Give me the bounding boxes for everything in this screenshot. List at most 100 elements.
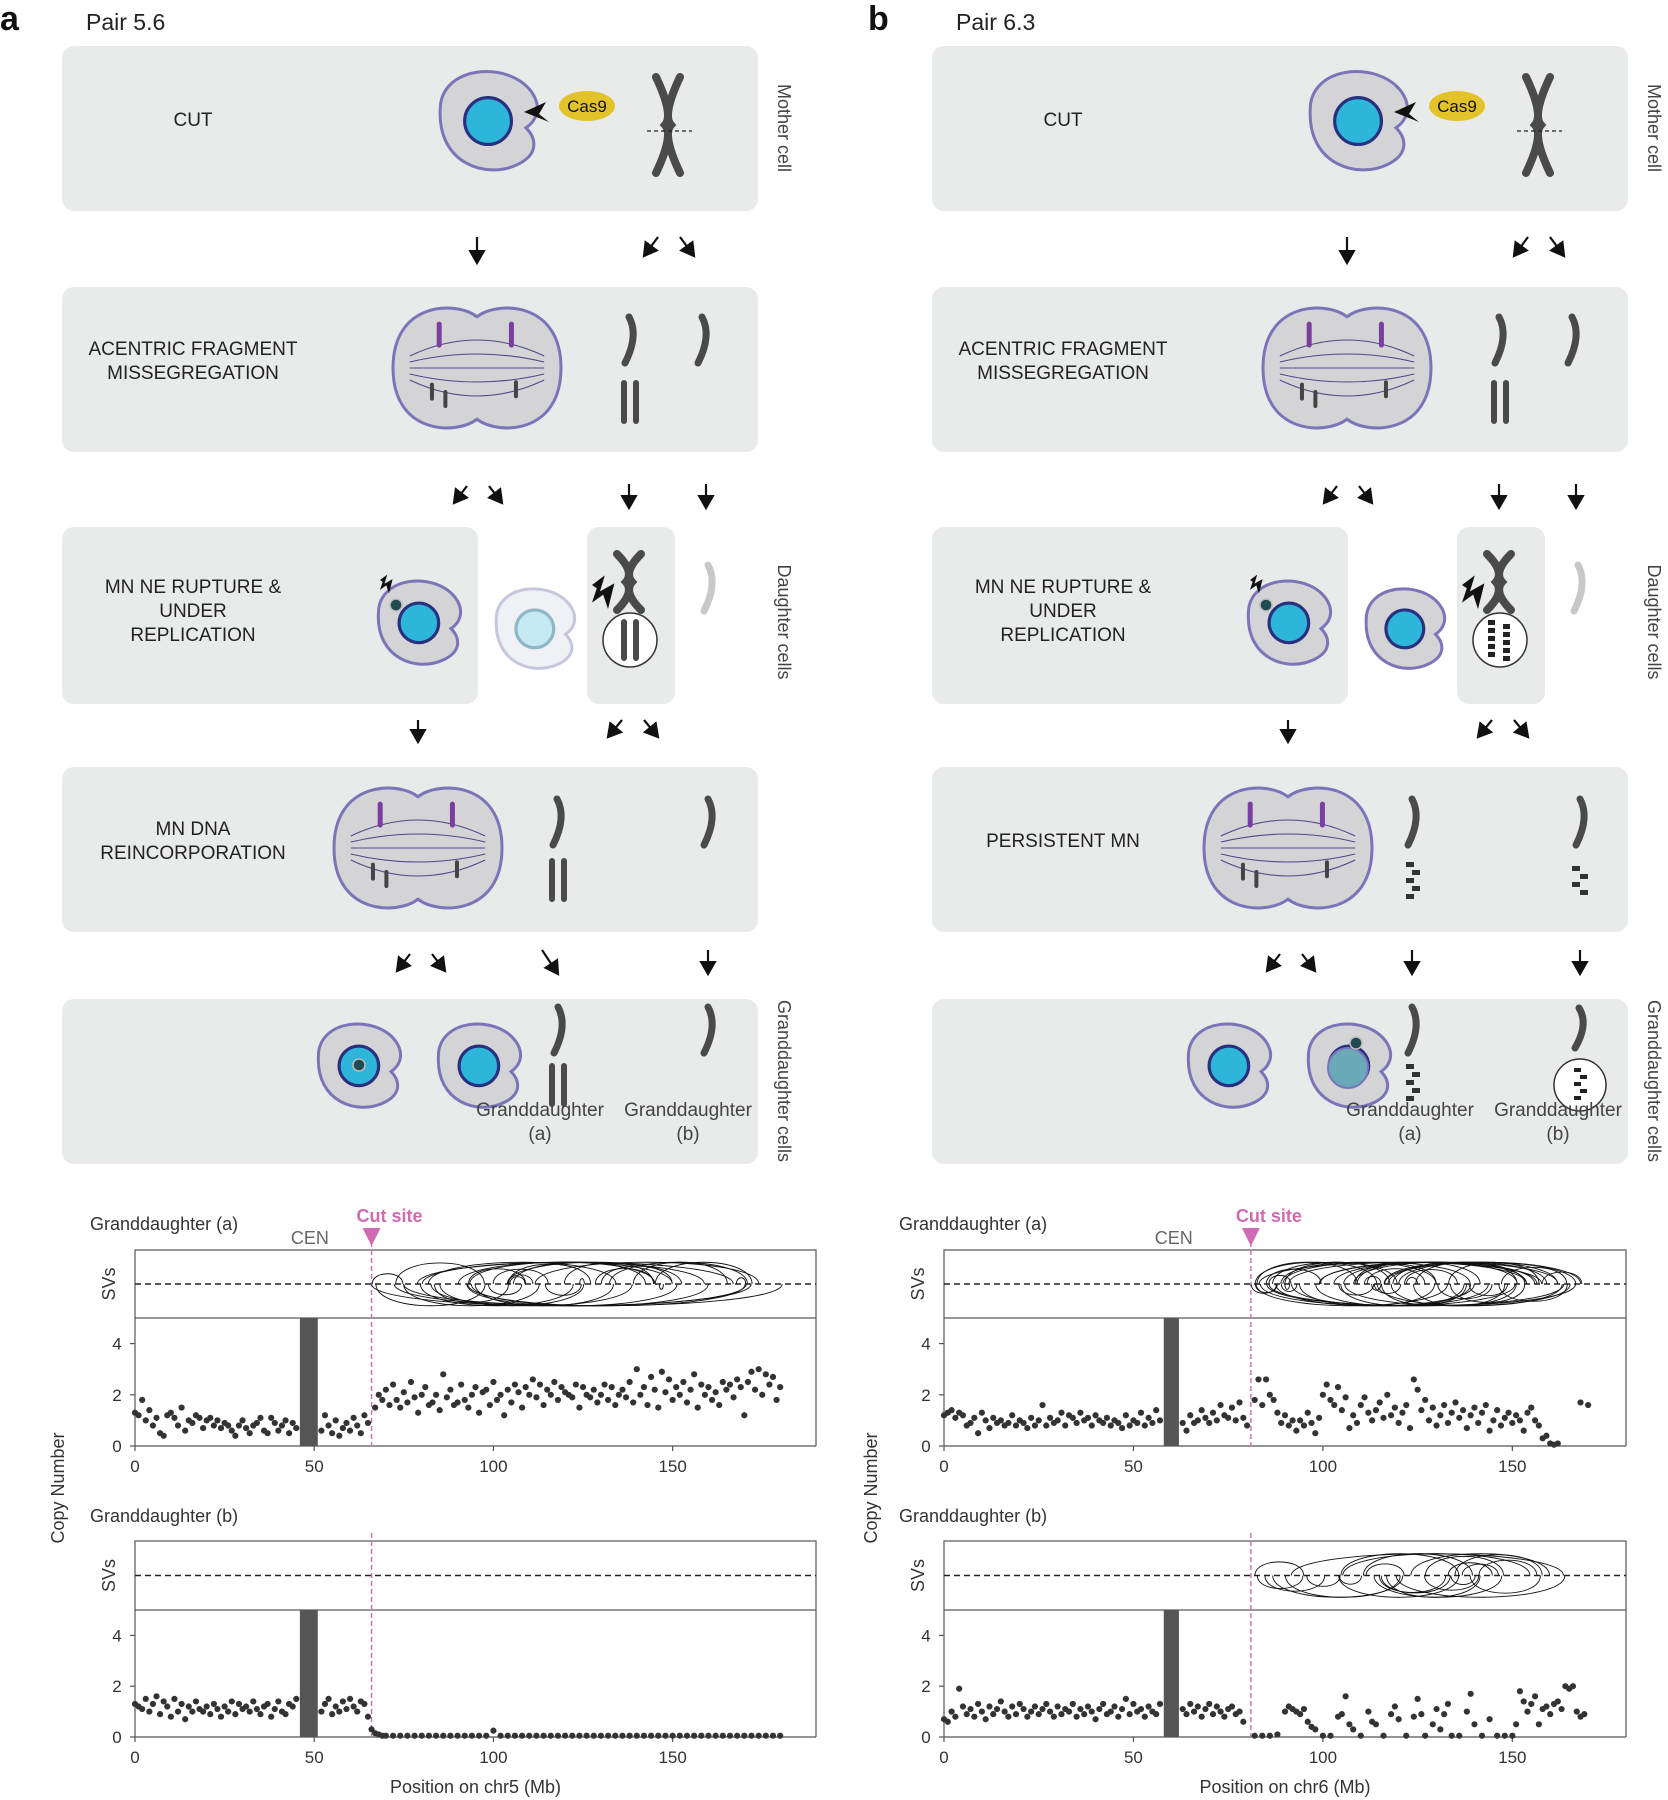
chromosome-icon — [436, 321, 442, 348]
data-point — [397, 1732, 404, 1739]
data-point — [1308, 1419, 1315, 1427]
data-point — [1043, 1422, 1050, 1429]
chromosome-icon — [454, 860, 459, 879]
chromosome-icon — [1247, 801, 1253, 828]
chromosome-icon — [513, 380, 518, 399]
data-point — [350, 1414, 357, 1421]
data-point — [250, 1698, 257, 1705]
data-point — [1251, 1732, 1258, 1739]
data-point — [443, 1394, 450, 1401]
data-point — [1486, 1427, 1493, 1434]
data-point — [1456, 1414, 1463, 1421]
arrow-icon — [429, 953, 447, 973]
data-point — [1009, 1412, 1016, 1419]
data-point — [135, 1412, 142, 1419]
fragment-icon — [1488, 628, 1495, 633]
chromosome-arm-icon — [700, 795, 716, 849]
data-point — [1100, 1419, 1107, 1427]
x-tick-label: 100 — [1309, 1457, 1337, 1476]
data-point — [1357, 1401, 1364, 1409]
data-point — [1338, 1711, 1345, 1718]
data-point — [1414, 1695, 1421, 1702]
data-point — [1501, 1732, 1508, 1739]
data-point — [475, 1732, 483, 1739]
data-point — [1531, 1417, 1539, 1424]
data-point — [1399, 1409, 1406, 1416]
data-point — [264, 1700, 271, 1708]
data-point — [626, 1732, 633, 1739]
data-point — [171, 1414, 178, 1421]
data-point — [1084, 1414, 1092, 1421]
data-point — [1228, 1703, 1236, 1710]
data-point — [1058, 1409, 1065, 1416]
data-point — [762, 1732, 769, 1739]
data-point — [982, 1417, 989, 1424]
data-point — [447, 1386, 454, 1393]
data-point — [196, 1414, 203, 1421]
data-point — [1259, 1401, 1266, 1409]
chromosome-arm-icon — [1570, 561, 1586, 615]
side-label: Granddaughter cells — [1644, 1000, 1664, 1162]
svs-label: SVs — [99, 1267, 119, 1300]
data-point — [1221, 1713, 1228, 1720]
data-point — [253, 1705, 260, 1713]
data-point — [271, 1419, 278, 1427]
data-point — [605, 1396, 612, 1404]
data-point — [1115, 1713, 1122, 1720]
data-point — [1513, 1412, 1520, 1419]
data-point — [619, 1732, 626, 1739]
data-point — [1513, 1721, 1520, 1728]
data-point — [268, 1713, 275, 1720]
dividing-cell-icon — [391, 306, 563, 430]
data-point — [547, 1732, 554, 1739]
data-point — [1463, 1424, 1470, 1432]
data-point — [243, 1703, 250, 1710]
stage-box — [932, 999, 1628, 1164]
data-point — [404, 1732, 411, 1739]
data-point — [993, 1705, 1001, 1713]
data-point — [518, 1732, 526, 1739]
y-tick-label: 2 — [921, 1677, 930, 1696]
data-point — [504, 1732, 511, 1739]
data-point — [432, 1732, 440, 1739]
chromatid-icon — [561, 858, 567, 902]
data-point — [1262, 1376, 1270, 1383]
chromosome-arm-icon — [621, 313, 637, 367]
y-tick-label: 2 — [112, 1386, 121, 1405]
sv-arc — [1258, 1261, 1543, 1285]
fragment-icon — [1572, 882, 1580, 887]
data-point — [1459, 1407, 1467, 1414]
micronucleus-icon — [602, 612, 658, 668]
sv-arc — [1268, 1274, 1292, 1285]
data-point — [533, 1394, 540, 1401]
data-point — [221, 1703, 228, 1710]
sv-arc — [1338, 1283, 1375, 1296]
data-point — [164, 1703, 171, 1710]
data-point — [1084, 1703, 1092, 1710]
fragment-icon — [1488, 636, 1495, 641]
chromatid-icon — [549, 1063, 555, 1107]
data-point — [1156, 1417, 1164, 1424]
data-point — [1073, 1713, 1080, 1720]
sv-arc — [1410, 1553, 1551, 1576]
data-point — [952, 1414, 959, 1421]
x-tick-label: 150 — [1498, 1457, 1526, 1476]
data-point — [1585, 1401, 1592, 1409]
data-point — [723, 1386, 730, 1393]
data-point — [719, 1378, 726, 1386]
data-point — [601, 1381, 608, 1388]
cell-icon — [494, 587, 577, 670]
data-point — [1054, 1703, 1061, 1710]
data-point — [1046, 1414, 1054, 1421]
data-point — [1543, 1432, 1550, 1439]
data-point — [1194, 1417, 1201, 1424]
chromosome-icon — [1299, 382, 1304, 401]
chromosome-x-icon — [1522, 73, 1554, 177]
data-point — [730, 1394, 737, 1401]
y-axis-label: Copy Number — [48, 1432, 68, 1543]
data-point — [354, 1422, 361, 1429]
dividing-cell-icon — [332, 786, 504, 910]
cen-label: CEN — [1155, 1228, 1193, 1248]
